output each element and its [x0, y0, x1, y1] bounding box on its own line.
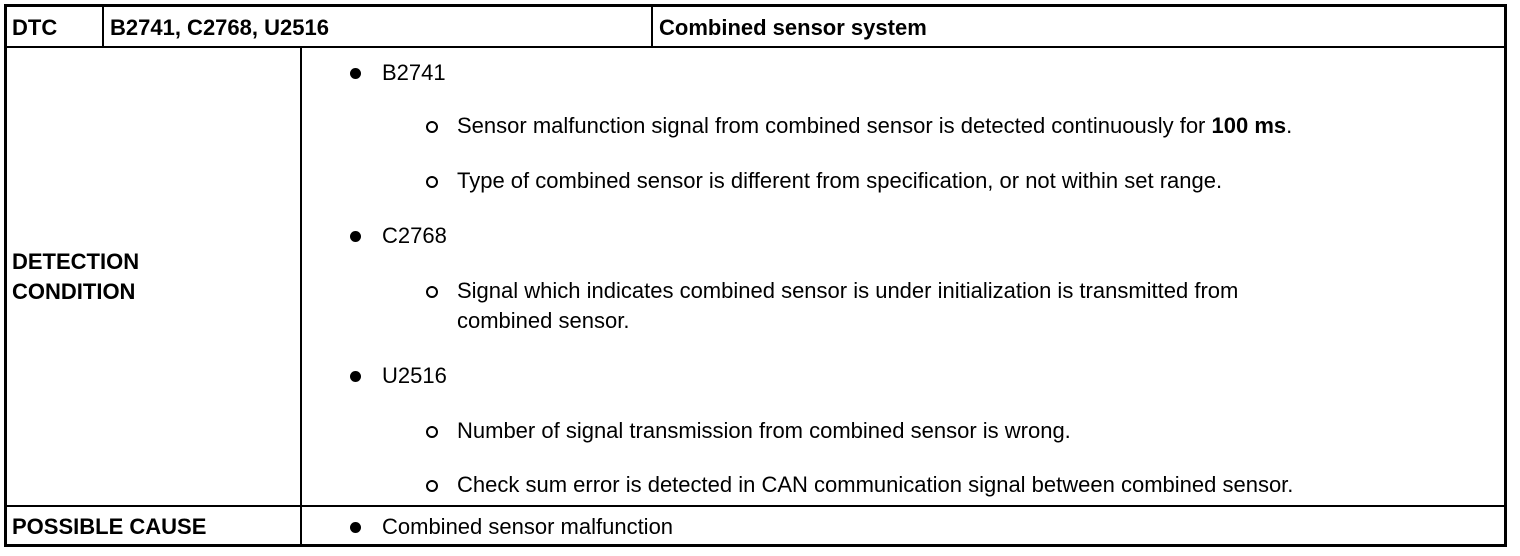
possible-cause-label: POSSIBLE CAUSE	[12, 514, 207, 539]
condition-b2741-1: Sensor malfunction signal from combined …	[457, 113, 1293, 138]
dtc-codes: B2741, C2768, U2516	[110, 15, 329, 40]
dtc-table	[4, 4, 1507, 547]
code-u2516: U2516	[382, 363, 447, 388]
header-col-divider-2	[651, 4, 653, 47]
body-col-divider	[300, 46, 302, 546]
detection-label-line2: CONDITION	[12, 279, 136, 304]
bullet-b2741	[350, 68, 361, 79]
sub-bullet-u2516-2	[426, 480, 438, 492]
system-name: Combined sensor system	[659, 15, 927, 40]
sub-bullet-u2516-1	[426, 426, 438, 438]
sub-bullet-c2768-1	[426, 286, 438, 298]
detection-label-line1: DETECTION	[12, 249, 140, 274]
sub-bullet-b2741-1	[426, 121, 438, 133]
header-col-divider-1	[102, 4, 104, 47]
sub-bullet-b2741-2	[426, 176, 438, 188]
condition-u2516-2: Check sum error is detected in CAN commu…	[457, 472, 1294, 497]
bullet-u2516	[350, 371, 361, 382]
condition-b2741-2: Type of combined sensor is different fro…	[457, 168, 1223, 193]
cause-row-divider	[4, 505, 1507, 507]
code-b2741: B2741	[382, 60, 446, 85]
bullet-cause-1	[350, 522, 361, 533]
cause-1: Combined sensor malfunction	[382, 514, 674, 539]
code-c2768: C2768	[382, 223, 447, 248]
dtc-label: DTC	[12, 15, 58, 40]
bullet-c2768	[350, 231, 361, 242]
condition-c2768-1-line1: Signal which indicates combined sensor i…	[457, 278, 1239, 303]
condition-c2768-1-line2: combined sensor.	[457, 308, 630, 333]
condition-u2516-1: Number of signal transmission from combi…	[457, 418, 1071, 443]
header-row-divider	[4, 46, 1507, 48]
